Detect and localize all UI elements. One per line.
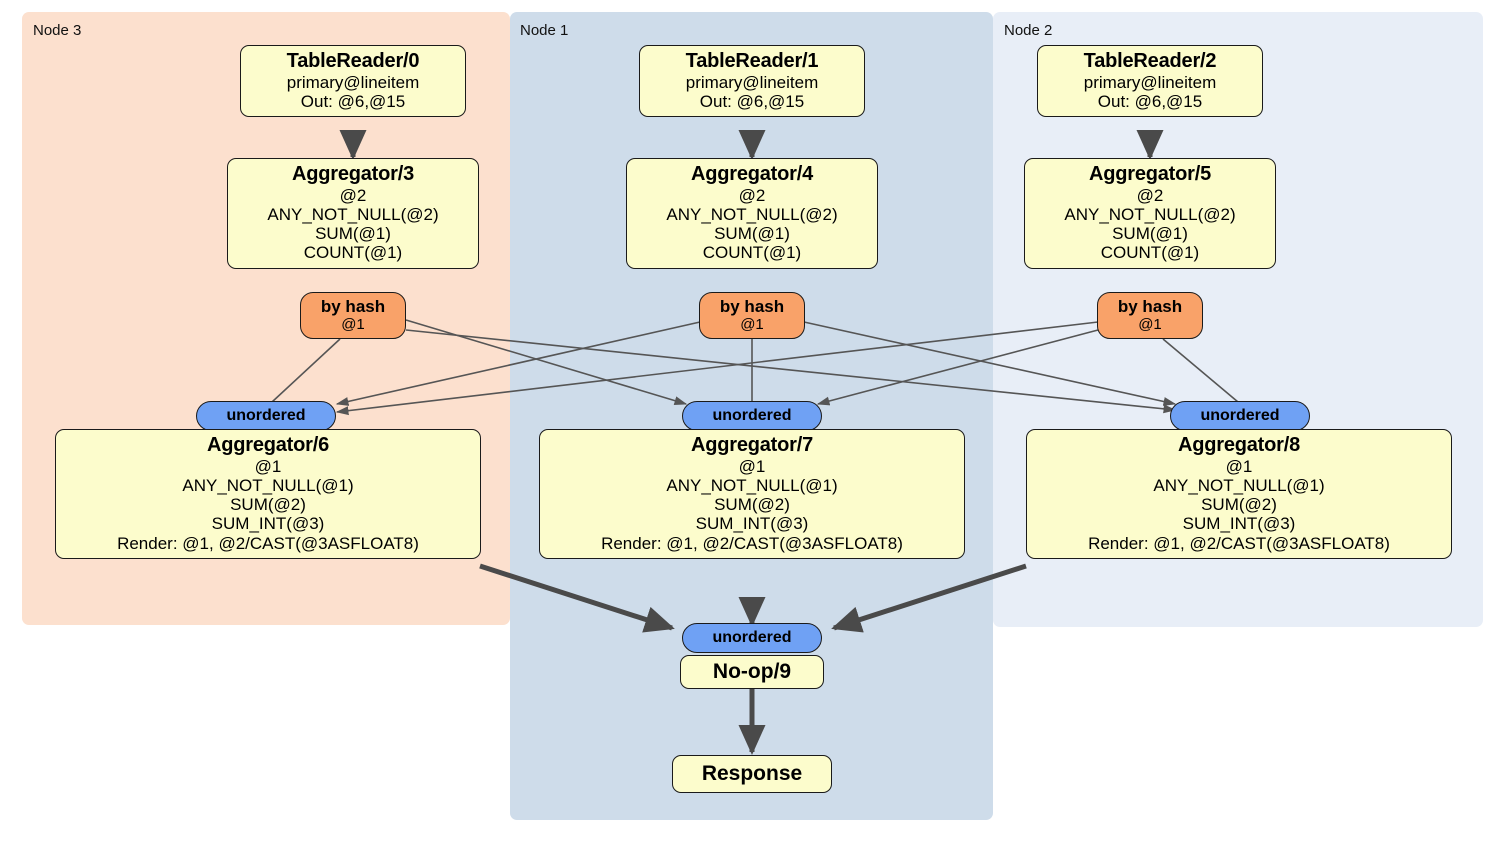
tablereader-2-line1: primary@lineitem bbox=[1083, 73, 1217, 93]
aggregator-4-line1: @2 bbox=[738, 186, 766, 206]
aggregator-7-line2: ANY_NOT_NULL(@1) bbox=[666, 476, 838, 496]
tablereader-1-title: TableReader/1 bbox=[685, 50, 819, 72]
aggregator-8-line4: SUM_INT(@3) bbox=[1182, 514, 1296, 534]
hash-router-1[interactable]: by hash @1 bbox=[699, 292, 805, 339]
aggregator-7-box[interactable]: Aggregator/7 @1 ANY_NOT_NULL(@1) SUM(@2)… bbox=[539, 429, 965, 559]
aggregator-3-title: Aggregator/3 bbox=[291, 163, 415, 185]
hash-router-2-sub: @1 bbox=[1138, 315, 1162, 333]
aggregator-3-line3: SUM(@1) bbox=[315, 224, 391, 244]
hash-router-2-label: by hash bbox=[1117, 297, 1183, 317]
noop-box[interactable]: No-op/9 bbox=[680, 655, 824, 689]
node-label-node1: Node 1 bbox=[520, 22, 569, 39]
aggregator-4-line3: SUM(@1) bbox=[714, 224, 790, 244]
unordered-input-2[interactable]: unordered bbox=[1170, 401, 1310, 431]
noop-label: No-op/9 bbox=[712, 660, 792, 683]
aggregator-3-line2: ANY_NOT_NULL(@2) bbox=[267, 205, 439, 225]
aggregator-8-line1: @1 bbox=[1225, 457, 1253, 477]
tablereader-1-line1: primary@lineitem bbox=[685, 73, 819, 93]
unordered-input-0-label: unordered bbox=[226, 407, 306, 425]
aggregator-5-title: Aggregator/5 bbox=[1088, 163, 1212, 185]
aggregator-4-line4: COUNT(@1) bbox=[702, 243, 802, 263]
final-merge-label: unordered bbox=[712, 629, 792, 647]
aggregator-3-box[interactable]: Aggregator/3 @2 ANY_NOT_NULL(@2) SUM(@1)… bbox=[227, 158, 479, 269]
response-label: Response bbox=[701, 762, 803, 785]
aggregator-8-box[interactable]: Aggregator/8 @1 ANY_NOT_NULL(@1) SUM(@2)… bbox=[1026, 429, 1452, 559]
aggregator-6-title: Aggregator/6 bbox=[206, 434, 330, 456]
aggregator-3-line4: COUNT(@1) bbox=[303, 243, 403, 263]
tablereader-0-line1: primary@lineitem bbox=[286, 73, 420, 93]
hash-router-2[interactable]: by hash @1 bbox=[1097, 292, 1203, 339]
aggregator-5-line1: @2 bbox=[1136, 186, 1164, 206]
aggregator-7-line3: SUM(@2) bbox=[714, 495, 790, 515]
aggregator-8-line3: SUM(@2) bbox=[1201, 495, 1277, 515]
aggregator-6-line3: SUM(@2) bbox=[230, 495, 306, 515]
aggregator-5-box[interactable]: Aggregator/5 @2 ANY_NOT_NULL(@2) SUM(@1)… bbox=[1024, 158, 1276, 269]
aggregator-8-title: Aggregator/8 bbox=[1177, 434, 1301, 456]
aggregator-6-render: Render: @1, @2/CAST(@3ASFLOAT8) bbox=[117, 533, 419, 553]
tablereader-0-title: TableReader/0 bbox=[286, 50, 420, 72]
hash-router-0-label: by hash bbox=[320, 297, 386, 317]
tablereader-0-line2: Out: @6,@15 bbox=[300, 92, 406, 112]
aggregator-5-line2: ANY_NOT_NULL(@2) bbox=[1064, 205, 1236, 225]
tablereader-2-box[interactable]: TableReader/2 primary@lineitem Out: @6,@… bbox=[1037, 45, 1263, 118]
aggregator-6-line4: SUM_INT(@3) bbox=[211, 514, 325, 534]
final-merge-unordered[interactable]: unordered bbox=[682, 623, 822, 653]
aggregator-6-line2: ANY_NOT_NULL(@1) bbox=[182, 476, 354, 496]
aggregator-7-line1: @1 bbox=[738, 457, 766, 477]
aggregator-4-box[interactable]: Aggregator/4 @2 ANY_NOT_NULL(@2) SUM(@1)… bbox=[626, 158, 878, 269]
hash-router-1-label: by hash bbox=[719, 297, 785, 317]
aggregator-7-title: Aggregator/7 bbox=[690, 434, 814, 456]
unordered-input-1[interactable]: unordered bbox=[682, 401, 822, 431]
aggregator-4-line2: ANY_NOT_NULL(@2) bbox=[666, 205, 838, 225]
aggregator-6-box[interactable]: Aggregator/6 @1 ANY_NOT_NULL(@1) SUM(@2)… bbox=[55, 429, 481, 559]
aggregator-7-line4: SUM_INT(@3) bbox=[695, 514, 809, 534]
aggregator-6-line1: @1 bbox=[254, 457, 282, 477]
response-box[interactable]: Response bbox=[672, 755, 832, 793]
hash-router-1-sub: @1 bbox=[740, 315, 764, 333]
unordered-input-1-label: unordered bbox=[712, 407, 792, 425]
unordered-input-0[interactable]: unordered bbox=[196, 401, 336, 431]
unordered-input-2-label: unordered bbox=[1200, 407, 1280, 425]
aggregator-8-render: Render: @1, @2/CAST(@3ASFLOAT8) bbox=[1088, 533, 1390, 553]
hash-router-0-sub: @1 bbox=[341, 315, 365, 333]
tablereader-1-box[interactable]: TableReader/1 primary@lineitem Out: @6,@… bbox=[639, 45, 865, 118]
aggregator-4-title: Aggregator/4 bbox=[690, 163, 814, 185]
node-label-node2: Node 2 bbox=[1004, 22, 1053, 39]
tablereader-1-line2: Out: @6,@15 bbox=[699, 92, 805, 112]
node-label-node3: Node 3 bbox=[33, 22, 82, 39]
aggregator-5-line4: COUNT(@1) bbox=[1100, 243, 1200, 263]
hash-router-0[interactable]: by hash @1 bbox=[300, 292, 406, 339]
aggregator-7-render: Render: @1, @2/CAST(@3ASFLOAT8) bbox=[601, 533, 903, 553]
tablereader-2-title: TableReader/2 bbox=[1083, 50, 1217, 72]
aggregator-8-line2: ANY_NOT_NULL(@1) bbox=[1153, 476, 1325, 496]
aggregator-3-line1: @2 bbox=[339, 186, 367, 206]
aggregator-5-line3: SUM(@1) bbox=[1112, 224, 1188, 244]
tablereader-2-line2: Out: @6,@15 bbox=[1097, 92, 1203, 112]
tablereader-0-box[interactable]: TableReader/0 primary@lineitem Out: @6,@… bbox=[240, 45, 466, 118]
